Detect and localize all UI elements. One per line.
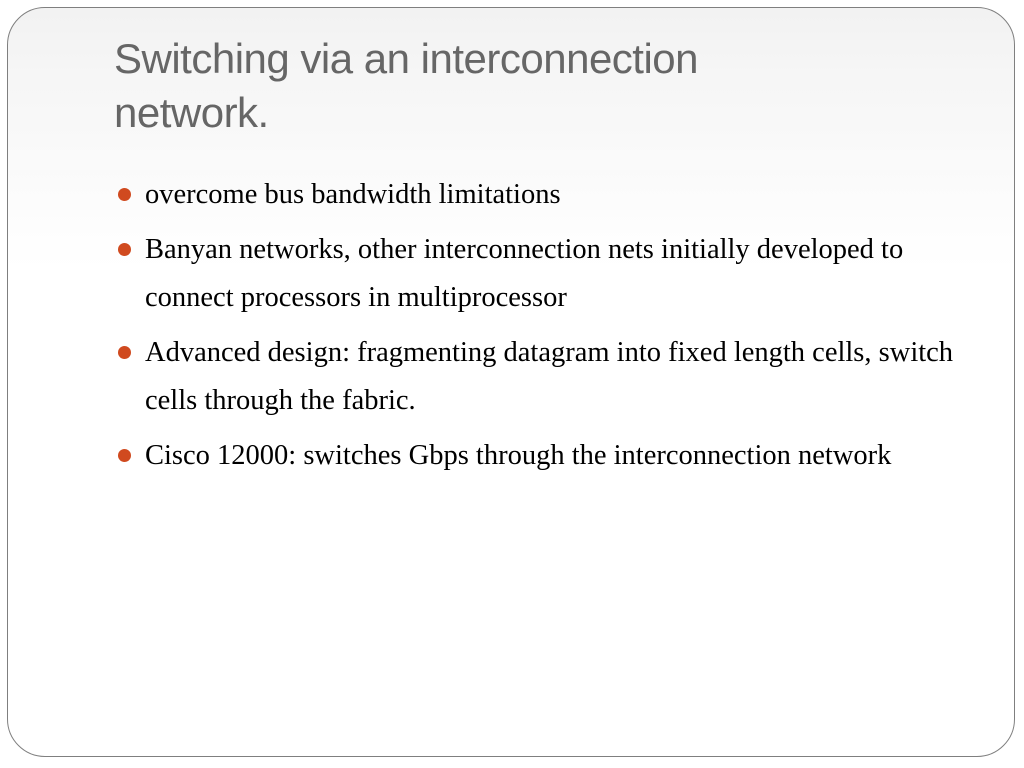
slide-title-line-2: network. [114, 89, 269, 136]
slide-title-line-1: Switching via an interconnection [114, 35, 699, 82]
slide-title: Switching via an interconnection network. [114, 32, 934, 140]
bullet-list: overcome bus bandwidth limitations Banya… [114, 171, 994, 487]
slide-canvas: Switching via an interconnection network.… [7, 7, 1015, 757]
bullet-text: Banyan networks, other interconnection n… [145, 234, 904, 313]
bullet-dot-icon [118, 243, 131, 256]
bullet-text: Cisco 12000: switches Gbps through the i… [145, 440, 892, 471]
bullet-item: Advanced design: fragmenting datagram in… [114, 329, 994, 425]
bullet-item: overcome bus bandwidth limitations [114, 171, 994, 219]
bullet-dot-icon [118, 346, 131, 359]
bullet-item: Banyan networks, other interconnection n… [114, 226, 994, 322]
bullet-item: Cisco 12000: switches Gbps through the i… [114, 432, 994, 480]
bullet-dot-icon [118, 449, 131, 462]
bullet-text: Advanced design: fragmenting datagram in… [145, 337, 954, 416]
bullet-text: overcome bus bandwidth limitations [145, 179, 561, 210]
bullet-dot-icon [118, 188, 131, 201]
